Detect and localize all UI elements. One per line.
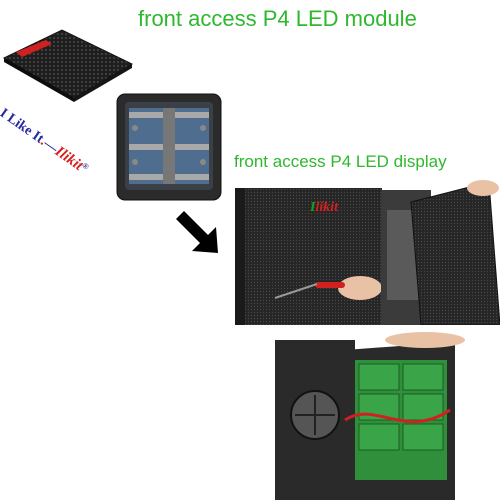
panel-logo-first: I (310, 200, 316, 215)
module-back-image (116, 93, 222, 201)
led-module-image (2, 29, 134, 102)
display-side-image (381, 180, 500, 325)
title-led-module: front access P4 LED module (138, 6, 417, 31)
brand-part1: I Like It (0, 105, 47, 147)
arrow-down-right-icon (176, 211, 218, 253)
panel-logo: Ilikit (310, 200, 338, 216)
brand-watermark: I Like It.—Ilikit® (0, 105, 110, 185)
title-led-display: front access P4 LED display (234, 152, 447, 171)
brand-signature: Ilikit (51, 143, 86, 174)
cabinet-open-image (275, 332, 465, 500)
brand-text: I Like It.—Ilikit® (0, 105, 91, 178)
display-front-image (235, 188, 382, 325)
red-handle-icon (16, 40, 52, 57)
panel-logo-rest: likit (315, 200, 339, 215)
